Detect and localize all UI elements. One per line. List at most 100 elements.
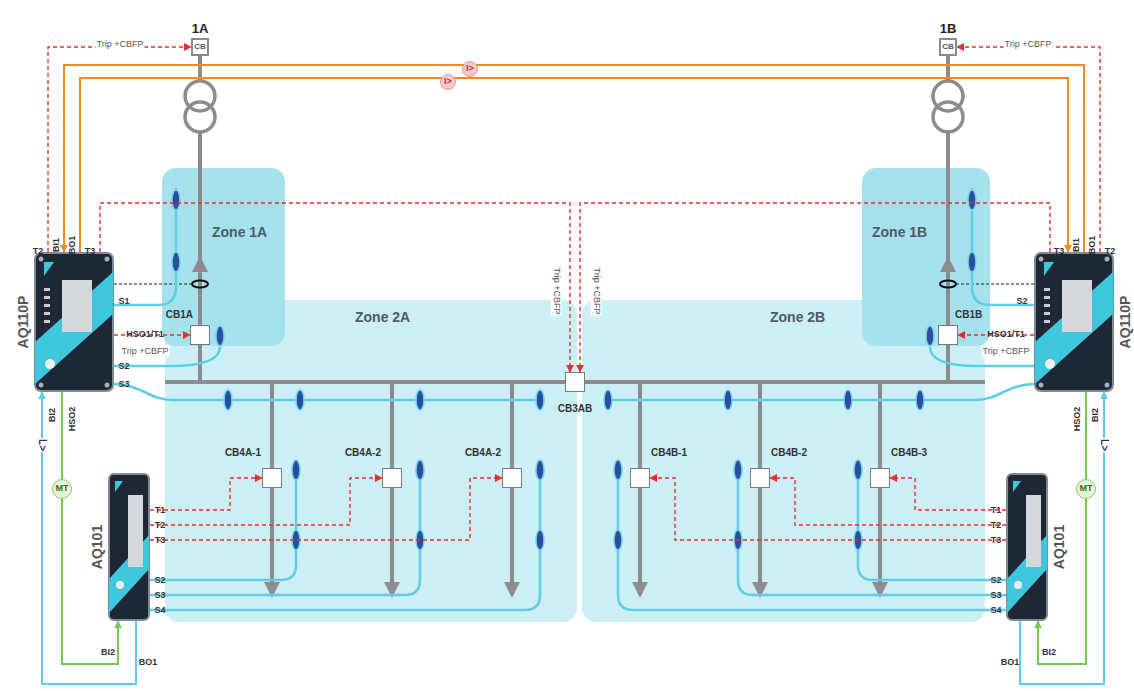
arc-sensor (172, 252, 180, 272)
protection-zone: Zone 2ACB4A-1CB4A-2CB4A-2 (165, 300, 577, 622)
arc-sensor (536, 530, 544, 550)
signal-label: Trip +CBFP (1004, 39, 1053, 50)
breaker-label: CB4B-1 (651, 447, 687, 458)
arc-sensor (604, 390, 612, 410)
pin-name: S4 (154, 606, 165, 615)
sensor-unit: AQ101 (1006, 473, 1048, 621)
device-name: AQ110P (16, 296, 30, 349)
signal-label: MT (1076, 479, 1096, 499)
signal-label: I> (462, 61, 478, 77)
label-anchor: CB1A (166, 304, 193, 322)
arc-protection-relay: AQ110P (1034, 252, 1114, 392)
transformer-winding (185, 102, 215, 132)
zone-label: Zone 1A (212, 224, 267, 240)
pin-name: T3 (991, 536, 1002, 545)
arc-sensor (416, 390, 424, 410)
signal-label: Trip +CBFP (96, 39, 145, 50)
arc-sensor (216, 326, 224, 346)
pin-name: HSO1/T1 (126, 330, 164, 339)
relay-housing (35, 253, 113, 391)
relay-display (128, 495, 143, 567)
pin-name: T2 (155, 521, 166, 530)
pin-name: BI2 (1042, 648, 1056, 657)
label-anchor: CB3AB (536, 398, 614, 416)
arc-sensor (734, 460, 742, 480)
device-name: AQ110P (1118, 296, 1132, 349)
relay-leds (1044, 288, 1050, 323)
relay-logo (1044, 262, 1054, 276)
zone-shape (582, 300, 985, 622)
circuit-breaker: CB1B (938, 325, 958, 345)
feeder-name: 1B (940, 21, 957, 36)
breaker-label: CB (942, 43, 954, 51)
pin-name: T2 (991, 521, 1002, 530)
breaker-label: CB4B-2 (771, 447, 807, 458)
pin-name: HSO2 (68, 407, 77, 432)
overcurrent-signal-line (80, 78, 1068, 252)
device-name: AQ101 (90, 525, 104, 569)
pin-name: BO1 (139, 658, 158, 667)
relay-display (62, 280, 92, 332)
pin-name: BO1 (68, 236, 77, 255)
relay-display (1062, 280, 1092, 332)
signal-label: L> (36, 438, 48, 452)
arc-sensor (968, 252, 976, 272)
arc-sensor (968, 190, 976, 210)
relay-logo (115, 481, 123, 492)
pin-name: S4 (990, 606, 1001, 615)
zone-shape (165, 300, 577, 622)
breaker-label: CB4A-1 (225, 447, 261, 458)
pin-name: S2 (118, 362, 129, 371)
zone-label: Zone 2B (770, 309, 825, 325)
breaker-label: CB4A-2 (345, 447, 381, 458)
pin-name: S3 (154, 591, 165, 600)
pin-name: BI1 (52, 238, 61, 252)
zone-label: Zone 1B (872, 224, 927, 240)
label-anchor: Zone 1B (872, 223, 927, 241)
master-trip-line (1038, 392, 1086, 664)
protection-zone: Zone 2BCB4B-1CB4B-2CB4B-3 (582, 300, 985, 622)
label-anchor: CB4A-2 (465, 442, 501, 460)
label-anchor: AQ101 (88, 473, 106, 621)
pin-name: T1 (991, 506, 1002, 515)
label-anchor: AQ101 (1050, 473, 1068, 621)
pin-name: HSO2 (1073, 407, 1082, 432)
pin-name: T3 (1054, 247, 1065, 256)
label-anchor: CB4B-2 (771, 442, 807, 460)
label-anchor: 1A (173, 19, 227, 37)
breaker-label: CB (194, 43, 206, 51)
arc-sensor (172, 190, 180, 210)
label-anchor: CB4B-1 (651, 442, 687, 460)
pin-name: S2 (154, 576, 165, 585)
label-anchor: CB4A-1 (225, 442, 261, 460)
arc-sensor (614, 530, 622, 550)
pin-name: S2 (1016, 297, 1027, 306)
pin-name: S1 (118, 297, 129, 306)
circuit-breaker: CB4B-2 (750, 468, 770, 488)
light-signal-line (1020, 392, 1104, 684)
circuit-breaker: CB4B-1 (630, 468, 650, 488)
label-anchor: CB4B-3 (891, 442, 927, 460)
pin-name: T1 (155, 506, 166, 515)
label-anchor: Zone 1A (212, 223, 267, 241)
pin-name: S3 (990, 591, 1001, 600)
signal-label: Trip +CBFP (121, 346, 170, 357)
arc-sensor (296, 390, 304, 410)
zone-shape (162, 168, 285, 346)
relay-display (1026, 495, 1041, 567)
signal-label: I> (440, 74, 456, 90)
signal-label: Trip +CBFP (982, 346, 1031, 357)
light-signal-line (42, 392, 136, 684)
signal-label: L> (1098, 438, 1110, 452)
signal-label: Trip +CBFP (591, 267, 602, 316)
circuit-breaker: 1BCB (939, 38, 957, 56)
label-anchor: Zone 2B (770, 308, 825, 326)
label-anchor: AQ110P (14, 252, 32, 392)
signal-label: MT (52, 479, 72, 499)
breaker-label: CB3AB (558, 403, 592, 414)
arc-protection-relay: AQ110P (34, 252, 114, 392)
relay-leds (44, 288, 50, 323)
relay-stripe (35, 272, 113, 384)
